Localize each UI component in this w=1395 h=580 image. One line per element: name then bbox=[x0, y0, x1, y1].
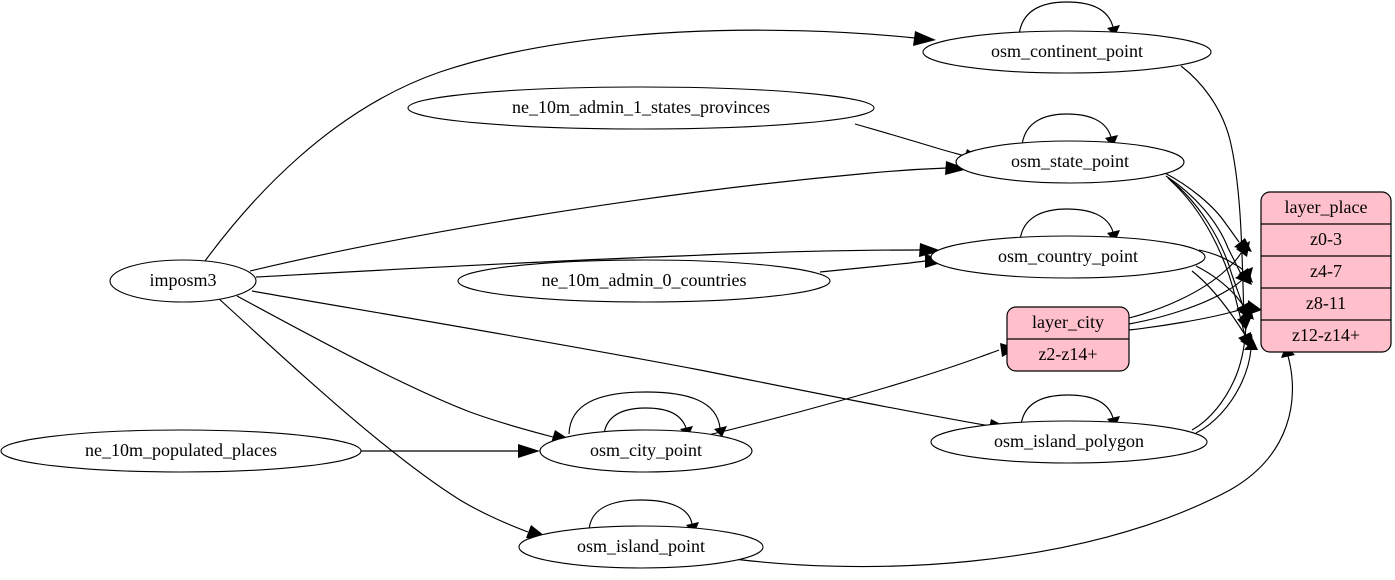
edge-osm-island-polygon-to-layer-place-z8-11 bbox=[1191, 308, 1253, 431]
edge-layer bbox=[204, 1, 1295, 568]
node-osm-island-point[interactable]: osm_island_point bbox=[518, 525, 764, 569]
edge-ne-admin0-to-osm-country-point bbox=[819, 254, 947, 273]
node-osm-state-point[interactable]: osm_state_point bbox=[955, 140, 1185, 184]
record-layer-place-row-z8-11[interactable]: z8-11 bbox=[1306, 293, 1346, 313]
record-layer-city-row-z2-z14[interactable]: z2-z14+ bbox=[1038, 344, 1097, 364]
self-loop-osm-country-point bbox=[1019, 208, 1120, 242]
node-osm-country-point-label: osm_country_point bbox=[998, 246, 1138, 266]
node-osm-country-point[interactable]: osm_country_point bbox=[930, 235, 1206, 279]
node-osm-city-point[interactable]: osm_city_point bbox=[539, 429, 753, 473]
record-node-layer-place[interactable]: layer_place z0-3 z4-7 z8-11 z12-z14+ bbox=[1260, 191, 1392, 353]
node-osm-state-point-label: osm_state_point bbox=[1011, 151, 1129, 171]
edge-layer-city-to-layer-place-z8-11 bbox=[1128, 300, 1262, 331]
edge-ne-populated-places-to-osm-city-point bbox=[361, 444, 540, 458]
record-layer-place-header: layer_place bbox=[1285, 197, 1368, 217]
edge-layer-city-to-layer-place-z0-3 bbox=[1128, 241, 1250, 319]
record-node-layer-city[interactable]: layer_city z2-z14+ bbox=[1006, 306, 1130, 372]
record-layer-place-row-z4-7[interactable]: z4-7 bbox=[1310, 261, 1342, 281]
node-ne-10m-populated-places[interactable]: ne_10m_populated_places bbox=[0, 429, 362, 473]
record-layer-place-row-z12-z14[interactable]: z12-z14+ bbox=[1292, 325, 1360, 345]
edge-imposm3-to-osm-island-polygon bbox=[251, 290, 1012, 433]
edge-imposm3-to-osm-continent-point bbox=[204, 29, 936, 262]
node-osm-continent-point-label: osm_continent_point bbox=[991, 41, 1143, 61]
record-layer-city-header: layer_city bbox=[1032, 312, 1104, 332]
node-ne-admin0-label: ne_10m_admin_0_countries bbox=[542, 270, 747, 290]
node-imposm3[interactable]: imposm3 bbox=[109, 259, 257, 303]
node-osm-island-polygon[interactable]: osm_island_polygon bbox=[930, 420, 1208, 464]
edge-layer-city-to-layer-place-z4-7 bbox=[1128, 267, 1253, 325]
edge-osm-continent-point-to-layer-place-z12 bbox=[1180, 65, 1251, 330]
node-osm-island-polygon-label: osm_island_polygon bbox=[994, 431, 1144, 451]
node-osm-continent-point[interactable]: osm_continent_point bbox=[922, 30, 1212, 74]
record-layer-place-row-z0-3[interactable]: z0-3 bbox=[1310, 229, 1342, 249]
edge-imposm3-to-osm-state-point bbox=[249, 161, 968, 272]
edge-osm-island-polygon-to-layer-place-z12 bbox=[1195, 339, 1258, 434]
record-layer: layer_place z0-3 z4-7 z8-11 z12-z14+ lay… bbox=[1006, 191, 1392, 372]
node-layer: imposm3 ne_10m_admin_1_states_provinces … bbox=[0, 30, 1212, 569]
node-ne-populated-places-label: ne_10m_populated_places bbox=[85, 440, 277, 460]
node-ne-admin1-label: ne_10m_admin_1_states_provinces bbox=[512, 97, 770, 117]
node-osm-island-point-label: osm_island_point bbox=[577, 536, 705, 556]
node-imposm3-label: imposm3 bbox=[149, 270, 216, 290]
edge-imposm3-to-osm-country-point bbox=[255, 243, 942, 278]
self-loop-osm-continent-point bbox=[1018, 1, 1120, 36]
node-osm-city-point-label: osm_city_point bbox=[590, 440, 702, 460]
node-ne-10m-admin-0-countries[interactable]: ne_10m_admin_0_countries bbox=[457, 259, 831, 303]
self-loop-osm-state-point bbox=[1021, 113, 1118, 147]
node-ne-10m-admin-1-states-provinces[interactable]: ne_10m_admin_1_states_provinces bbox=[407, 86, 875, 130]
